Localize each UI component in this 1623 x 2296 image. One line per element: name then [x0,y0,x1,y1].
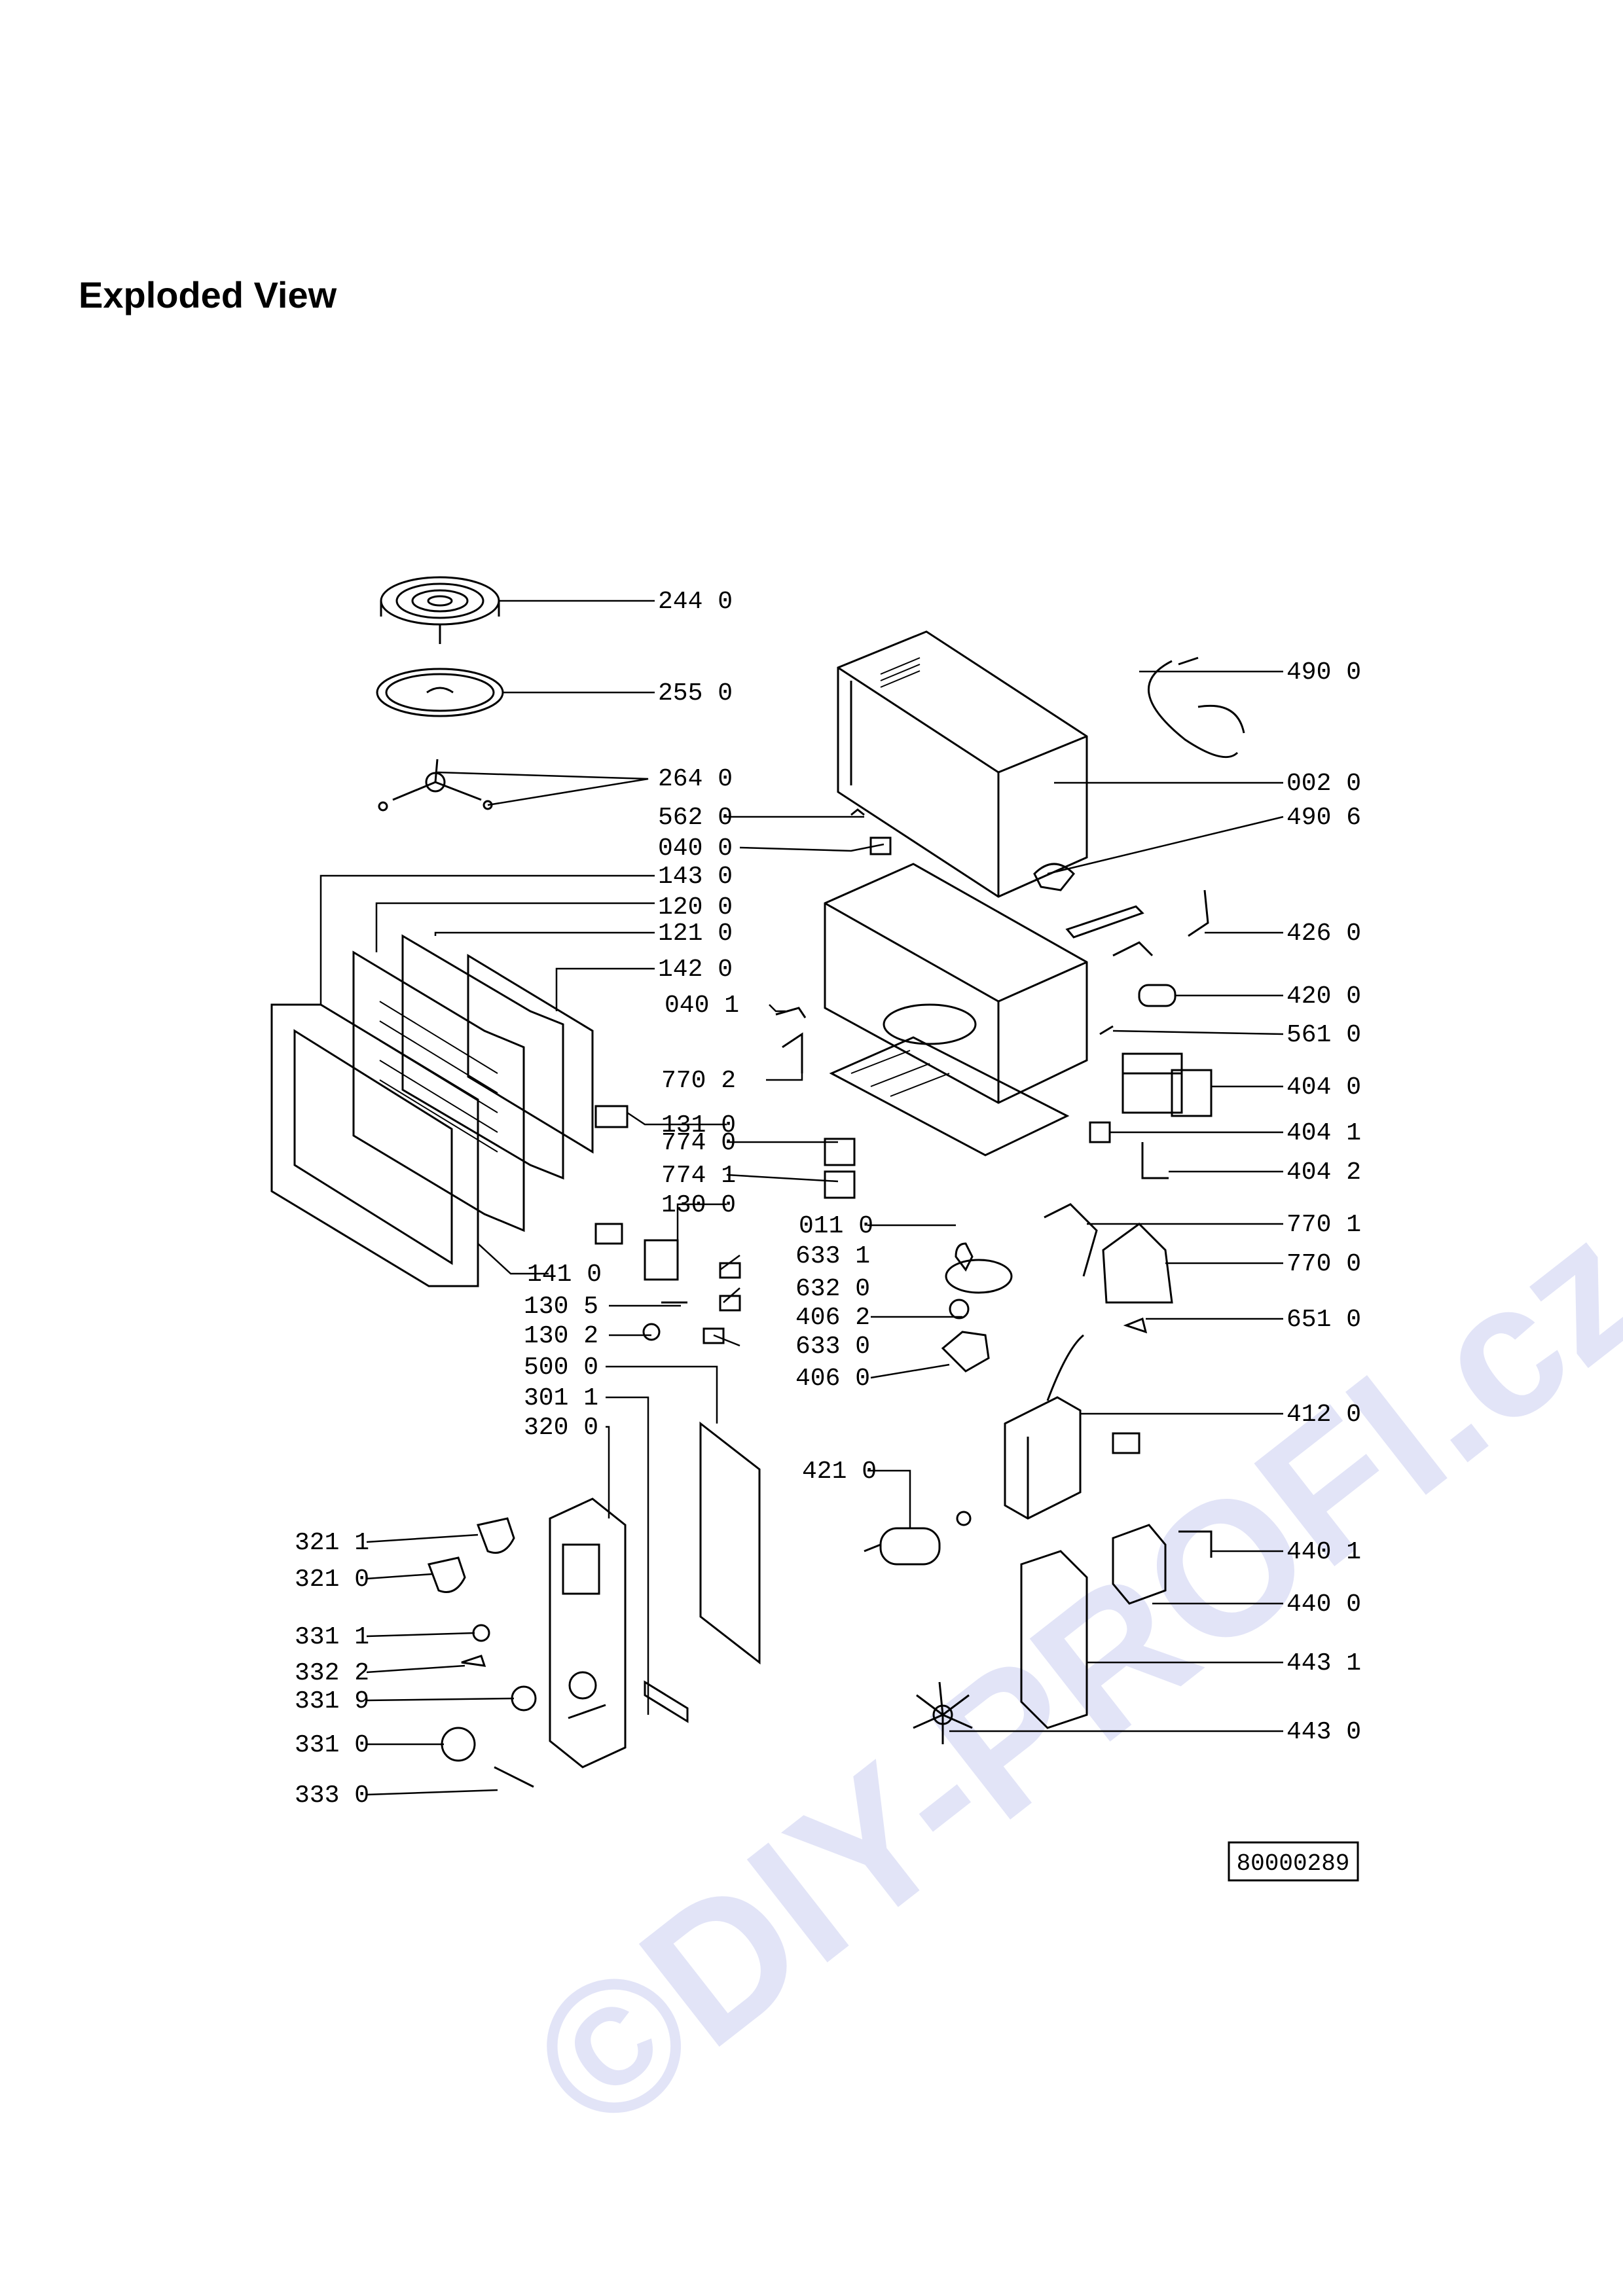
part-label: 561 0 [1286,1021,1361,1049]
part-label: 333 0 [295,1782,369,1810]
part-label: 440 0 [1286,1590,1361,1619]
part-label: 244 0 [658,588,733,616]
door-assembly-drawing [270,934,594,1287]
part-label: 255 0 [658,679,733,708]
component-drawings [270,576,1245,1788]
part-label: 011 0 [799,1212,873,1240]
reference-box: 80000289 [1228,1841,1359,1882]
part-label: 412 0 [1286,1401,1361,1429]
part-label: 320 0 [524,1414,598,1442]
door-switches-drawing [594,1105,687,1341]
oven-cavity-drawing [824,863,1088,1157]
part-label: 002 0 [1286,770,1361,798]
part-label: 321 0 [295,1566,369,1594]
misc-parts-drawing [644,808,1209,1723]
part-label: 120 0 [658,893,733,922]
part-label: 490 6 [1286,804,1361,832]
page-title: Exploded View [79,274,337,315]
part-label: 331 1 [295,1623,369,1651]
part-label: 651 0 [1286,1306,1361,1334]
part-label: 130 2 [524,1322,598,1350]
callout-lines [319,600,1284,1796]
part-label: 440 1 [1286,1538,1361,1566]
part-label: 131 0 [661,1111,736,1139]
roller-support-drawing [378,759,493,812]
part-label: 443 0 [1286,1718,1361,1746]
part-label: 143 0 [658,863,733,891]
part-label: 774 0 [661,1129,736,1157]
mica-cover-drawing [699,1421,761,1665]
capacitor-drawing [864,1511,972,1566]
part-label: 770 2 [661,1067,736,1095]
part-label: 142 0 [658,956,733,984]
control-knobs-drawing [427,1517,537,1788]
part-label: 406 2 [795,1304,870,1332]
part-label: 130 0 [661,1191,736,1219]
part-label: 770 1 [1286,1211,1361,1239]
part-label: 421 0 [802,1458,877,1486]
control-panel-drawing [549,1498,627,1768]
part-label: 404 0 [1286,1073,1361,1102]
part-label: 490 0 [1286,658,1361,687]
transformer-drawing [1004,1334,1140,1520]
part-label: 130 5 [524,1293,598,1321]
part-label: 141 0 [527,1261,602,1289]
outer-casing-drawing [837,630,1088,898]
part-label: 264 0 [658,765,733,793]
part-label: 426 0 [1286,920,1361,948]
part-label: 121 0 [658,920,733,948]
part-label: 332 2 [295,1659,369,1687]
part-label: 040 1 [665,992,739,1020]
watermark: ©DIY-PROFI.cz [494,1179,1623,2173]
fan-duct-drawing [913,1524,1213,1744]
reference-number: 80000289 [1237,1850,1350,1877]
part-label: 331 0 [295,1731,369,1759]
part-label: 321 1 [295,1529,369,1557]
grill-rack-drawing [380,576,500,644]
part-labels: 244 0 255 0 264 0 562 0 040 0 143 0 120 … [295,588,1361,1810]
cord-drawing [1147,656,1245,759]
part-label: 774 1 [661,1162,736,1190]
magnetron-drawing [1122,1052,1213,1117]
part-label: 633 0 [795,1333,870,1361]
part-label: 632 0 [795,1275,870,1303]
part-label: 562 0 [658,804,733,832]
part-label: 633 1 [795,1242,870,1270]
part-label: 443 1 [1286,1649,1361,1677]
part-label: 406 0 [795,1365,870,1393]
turntable-plate-drawing [376,668,504,717]
part-label: 301 1 [524,1384,598,1412]
part-label: 331 9 [295,1687,369,1715]
part-label: 500 0 [524,1354,598,1382]
part-label: 770 0 [1286,1250,1361,1278]
part-label: 404 1 [1286,1119,1361,1147]
part-label: 404 2 [1286,1158,1361,1187]
part-label: 040 0 [658,834,733,863]
part-label: 420 0 [1286,982,1361,1011]
